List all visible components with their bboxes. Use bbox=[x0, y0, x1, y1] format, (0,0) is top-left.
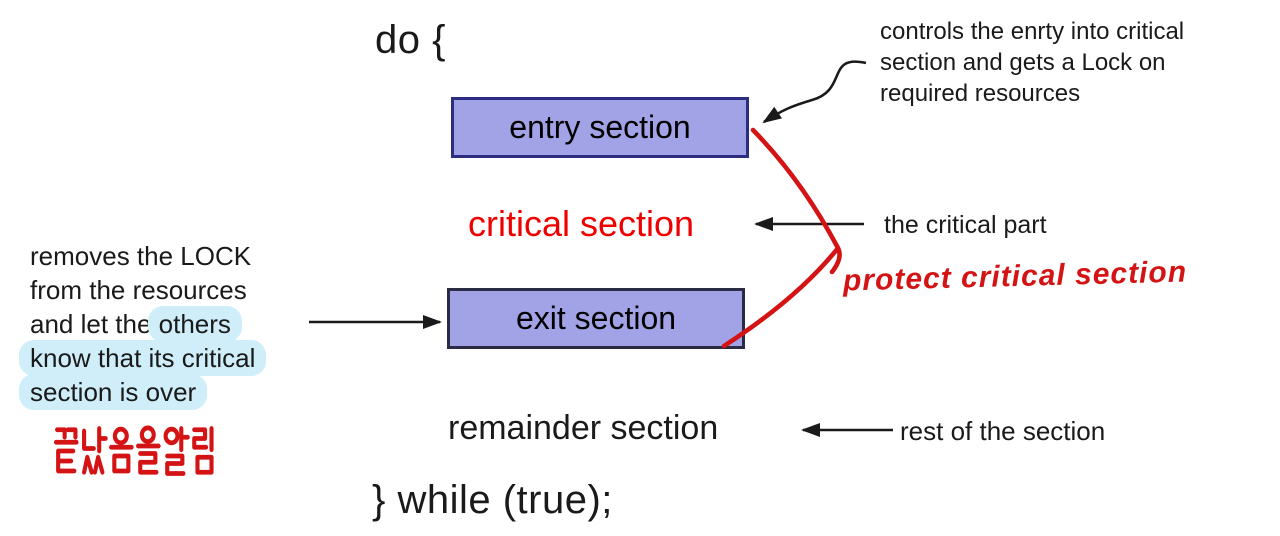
highlighted-text: others bbox=[147, 306, 242, 342]
entry-section-box: entry section bbox=[451, 97, 749, 158]
critical-annotation: the critical part bbox=[884, 211, 1047, 239]
entry-section-label: entry section bbox=[509, 109, 691, 145]
highlighted-text: section is over bbox=[19, 374, 208, 410]
exit-section-box: exit section bbox=[447, 288, 745, 349]
exit-annotation-line: removes the LOCK bbox=[30, 241, 252, 271]
exit-annotation-line: from the resources bbox=[30, 275, 247, 305]
entry-annotation-line: controls the enrty into critical bbox=[880, 18, 1185, 45]
exit-annotation-line: know that its critical bbox=[19, 340, 360, 376]
entry-annotation-line: section and gets a Lock on bbox=[880, 49, 1166, 76]
do-open-text: do { bbox=[375, 18, 446, 62]
exit-annotation: removes the LOCK from the resources and … bbox=[19, 239, 360, 410]
curved-arrow-to-entry-icon bbox=[762, 60, 867, 124]
entry-annotation-line: required resources bbox=[880, 80, 1081, 107]
protect-handwriting: protect critical section bbox=[842, 255, 1188, 298]
remainder-annotation: rest of the section bbox=[900, 416, 1106, 446]
entry-annotation: controls the enrty into critical section… bbox=[880, 16, 1184, 109]
exit-section-label: exit section bbox=[515, 300, 677, 336]
highlighted-text: know that its critical bbox=[19, 340, 267, 376]
exit-annotation-line: and let the others bbox=[30, 306, 360, 342]
korean-handwriting bbox=[53, 425, 214, 476]
critical-section-label: critical section bbox=[468, 203, 695, 244]
while-close-text: } while (true); bbox=[372, 478, 613, 522]
remainder-section-label: remainder section bbox=[448, 409, 719, 447]
exit-annotation-line: section is over bbox=[19, 374, 360, 410]
